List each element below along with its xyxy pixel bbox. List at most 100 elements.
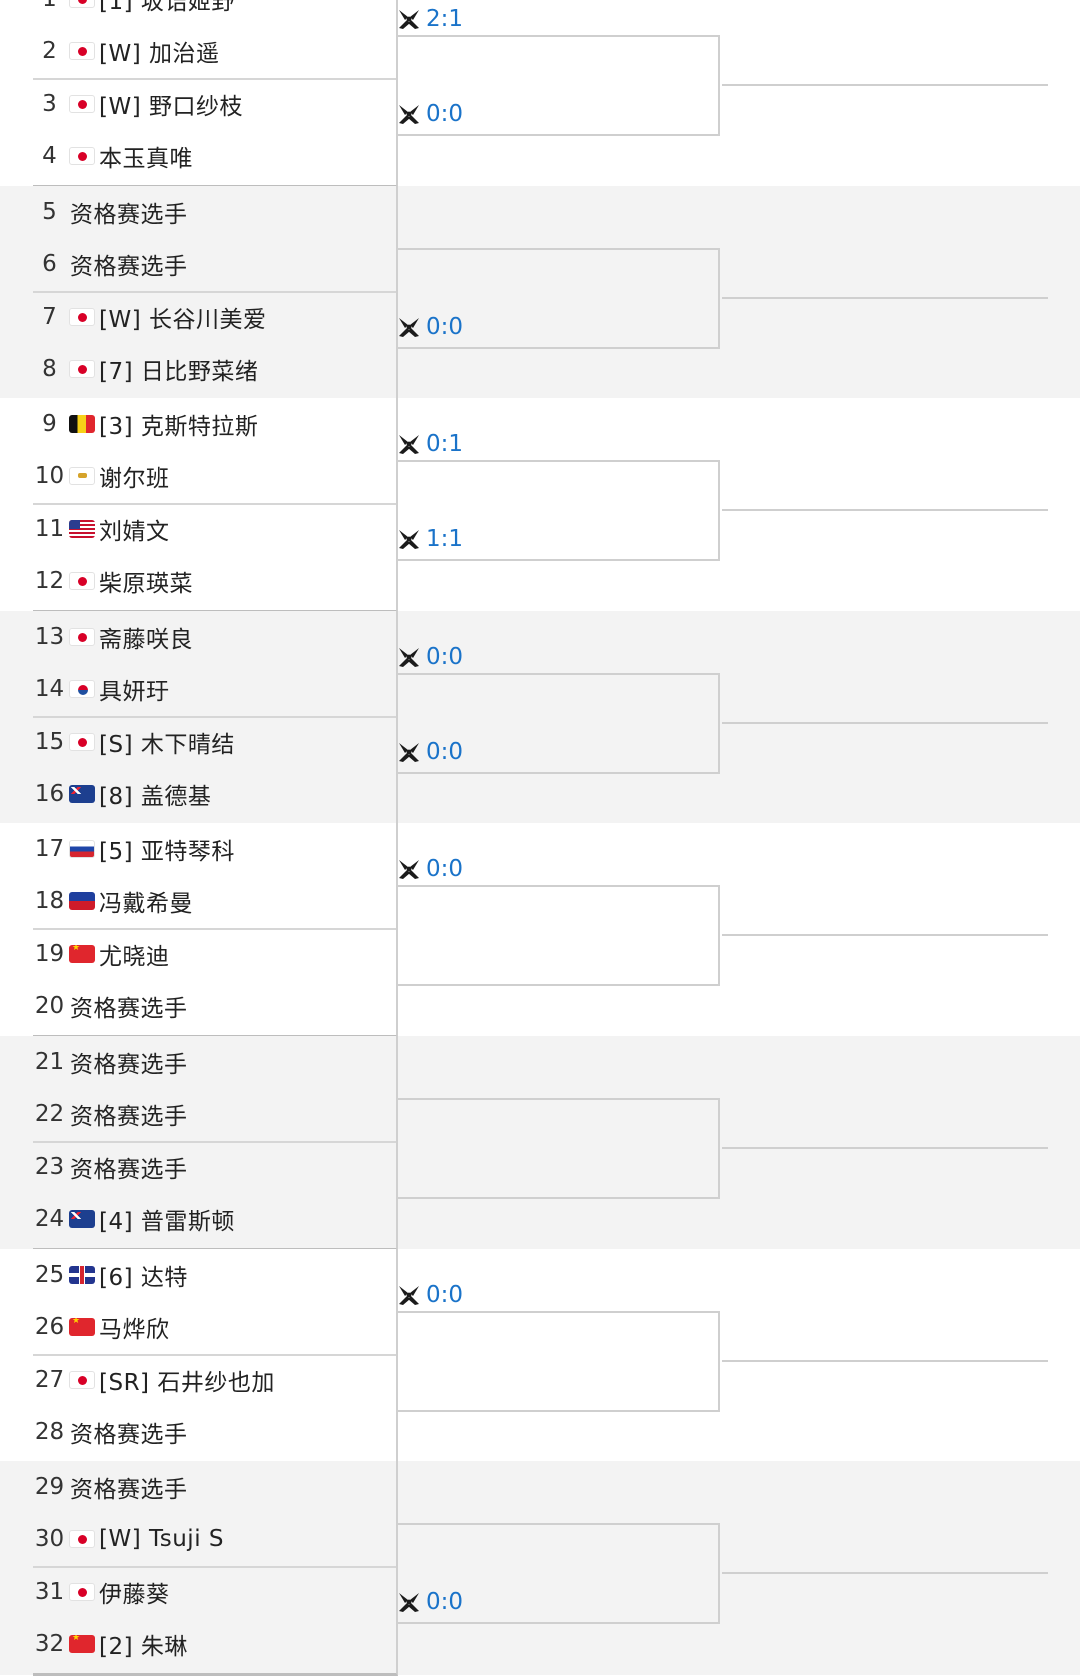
player-row[interactable]: 17[5] 亚特琴科 [33,823,396,875]
player-name[interactable]: [W] 长谷川美爱 [99,306,267,333]
player-row[interactable]: 5 资格赛选手 [33,186,396,238]
player-name[interactable]: 资格赛选手 [70,1421,188,1448]
player-row[interactable]: 24[4] 普雷斯顿 [33,1193,396,1245]
player-name[interactable]: 谢尔班 [99,466,170,493]
player-row[interactable]: 3[W] 野口纱枝 [33,78,396,130]
player-name[interactable]: 斋藤咲良 [99,626,193,653]
head-to-head-link[interactable]: 0:0 [396,856,463,882]
h2h-score[interactable]: 0:0 [426,1589,464,1616]
seed-position-number: 32 [34,1631,65,1658]
player-name[interactable]: 资格赛选手 [70,1052,188,1078]
player-name[interactable]: [8] 盖德基 [99,783,212,810]
player-name[interactable]: [6] 达特 [99,1264,188,1291]
player-row[interactable]: 14 具妍玗 [33,663,396,715]
flag-us-icon [69,520,95,539]
player-name[interactable]: [2] 朱琳 [99,1634,188,1661]
player-name[interactable]: 资格赛选手 [70,1104,188,1130]
head-to-head-link[interactable]: 0:0 [396,739,463,765]
player-name[interactable]: 刘婧文 [99,519,170,546]
player-name[interactable]: [4] 普雷斯顿 [99,1209,235,1235]
h2h-racket-icon [399,10,419,29]
h2h-score[interactable]: 0:0 [426,313,464,340]
flag-gb-icon [69,1265,95,1284]
player-name[interactable]: 本玉真唯 [99,146,193,172]
player-name[interactable]: 资格赛选手 [70,253,188,280]
h2h-score[interactable]: 0:1 [426,431,464,458]
head-to-head-link[interactable]: 0:0 [396,101,463,127]
player-row[interactable]: 7[W] 长谷川美爱 [33,291,396,343]
player-row[interactable]: 1[1] 坂诘姬野 [33,0,396,25]
player-row[interactable]: 16[8] 盖德基 [33,768,396,820]
seed-position-number: 5 [42,198,57,225]
head-to-head-link[interactable]: 0:0 [396,644,463,670]
player-row[interactable]: 26马烨欣 [33,1301,396,1353]
head-to-head-link[interactable]: 0:0 [396,1282,463,1308]
h2h-score[interactable]: 0:0 [426,101,464,127]
player-row[interactable]: 32 [2] 朱琳 [33,1618,396,1670]
player-name[interactable]: 冯戴希曼 [99,891,193,918]
head-to-head-link[interactable]: 0:0 [396,1589,463,1615]
flag-jp-icon [69,1370,95,1389]
player-name[interactable]: 资格赛选手 [70,996,188,1023]
player-row[interactable]: 8 [7] 日比野菜绪 [33,343,396,395]
player-name[interactable]: [W] Tsuji S [99,1526,224,1553]
player-name[interactable]: 尤晓迪 [99,944,170,971]
h2h-score[interactable]: 0:0 [426,738,464,765]
player-name[interactable]: [3] 克斯特拉斯 [99,414,259,441]
head-to-head-link[interactable]: 0:1 [396,431,463,457]
h2h-score[interactable]: 1:1 [426,526,464,553]
player-name[interactable]: [7] 日比野菜绪 [99,358,259,385]
player-name[interactable]: [SR] 石井纱也加 [99,1369,275,1396]
player-name[interactable]: [W] 野口纱枝 [99,94,243,120]
player-name[interactable]: [5] 亚特琴科 [99,839,235,866]
head-to-head-link[interactable]: 0:0 [396,314,463,340]
head-to-head-link[interactable]: 1:1 [396,526,463,552]
player-name[interactable]: 资格赛选手 [70,1157,188,1183]
h2h-score[interactable]: 0:0 [426,1281,464,1308]
player-name[interactable]: [1] 坂诘姬野 [99,0,235,15]
h2h-score[interactable]: 2:1 [426,6,464,32]
head-to-head-link[interactable]: 2:1 [396,6,463,32]
h2h-score[interactable]: 0:0 [426,643,464,670]
player-name[interactable]: 伊藤葵 [99,1582,170,1609]
h2h-score[interactable]: 0:0 [426,856,464,883]
bracket-connector [396,1098,720,1199]
flag-cn-icon [69,1317,95,1336]
player-name[interactable]: 柴原瑛菜 [99,571,193,598]
player-name[interactable]: 具妍玗 [99,678,170,705]
flag-jp-icon [69,359,95,378]
bracket-connector [396,1310,720,1412]
player-name[interactable]: 资格赛选手 [70,201,188,228]
bracket-line-next-round [722,1572,1048,1575]
player-name[interactable]: 资格赛选手 [70,1477,188,1504]
player-row[interactable]: 9[3] 克斯特拉斯 [33,398,396,450]
seed-position-number: 8 [42,355,57,382]
player-name[interactable]: [W] 加治遥 [99,41,220,67]
player-row[interactable]: 27[SR] 石井纱也加 [33,1354,396,1406]
player-name[interactable]: [S] 木下晴结 [99,731,235,758]
player-row[interactable]: 30[W] Tsuji S [33,1513,396,1565]
player-name[interactable]: 马烨欣 [99,1316,170,1343]
player-row[interactable]: 19尤晓迪 [33,928,396,980]
seed-position-number: 14 [34,675,65,702]
player-row[interactable]: 15[S] 木下晴结 [33,716,396,768]
player-row[interactable]: 2[W] 加治遥 [33,25,396,77]
player-row[interactable]: 25[6] 达特 [33,1249,396,1301]
